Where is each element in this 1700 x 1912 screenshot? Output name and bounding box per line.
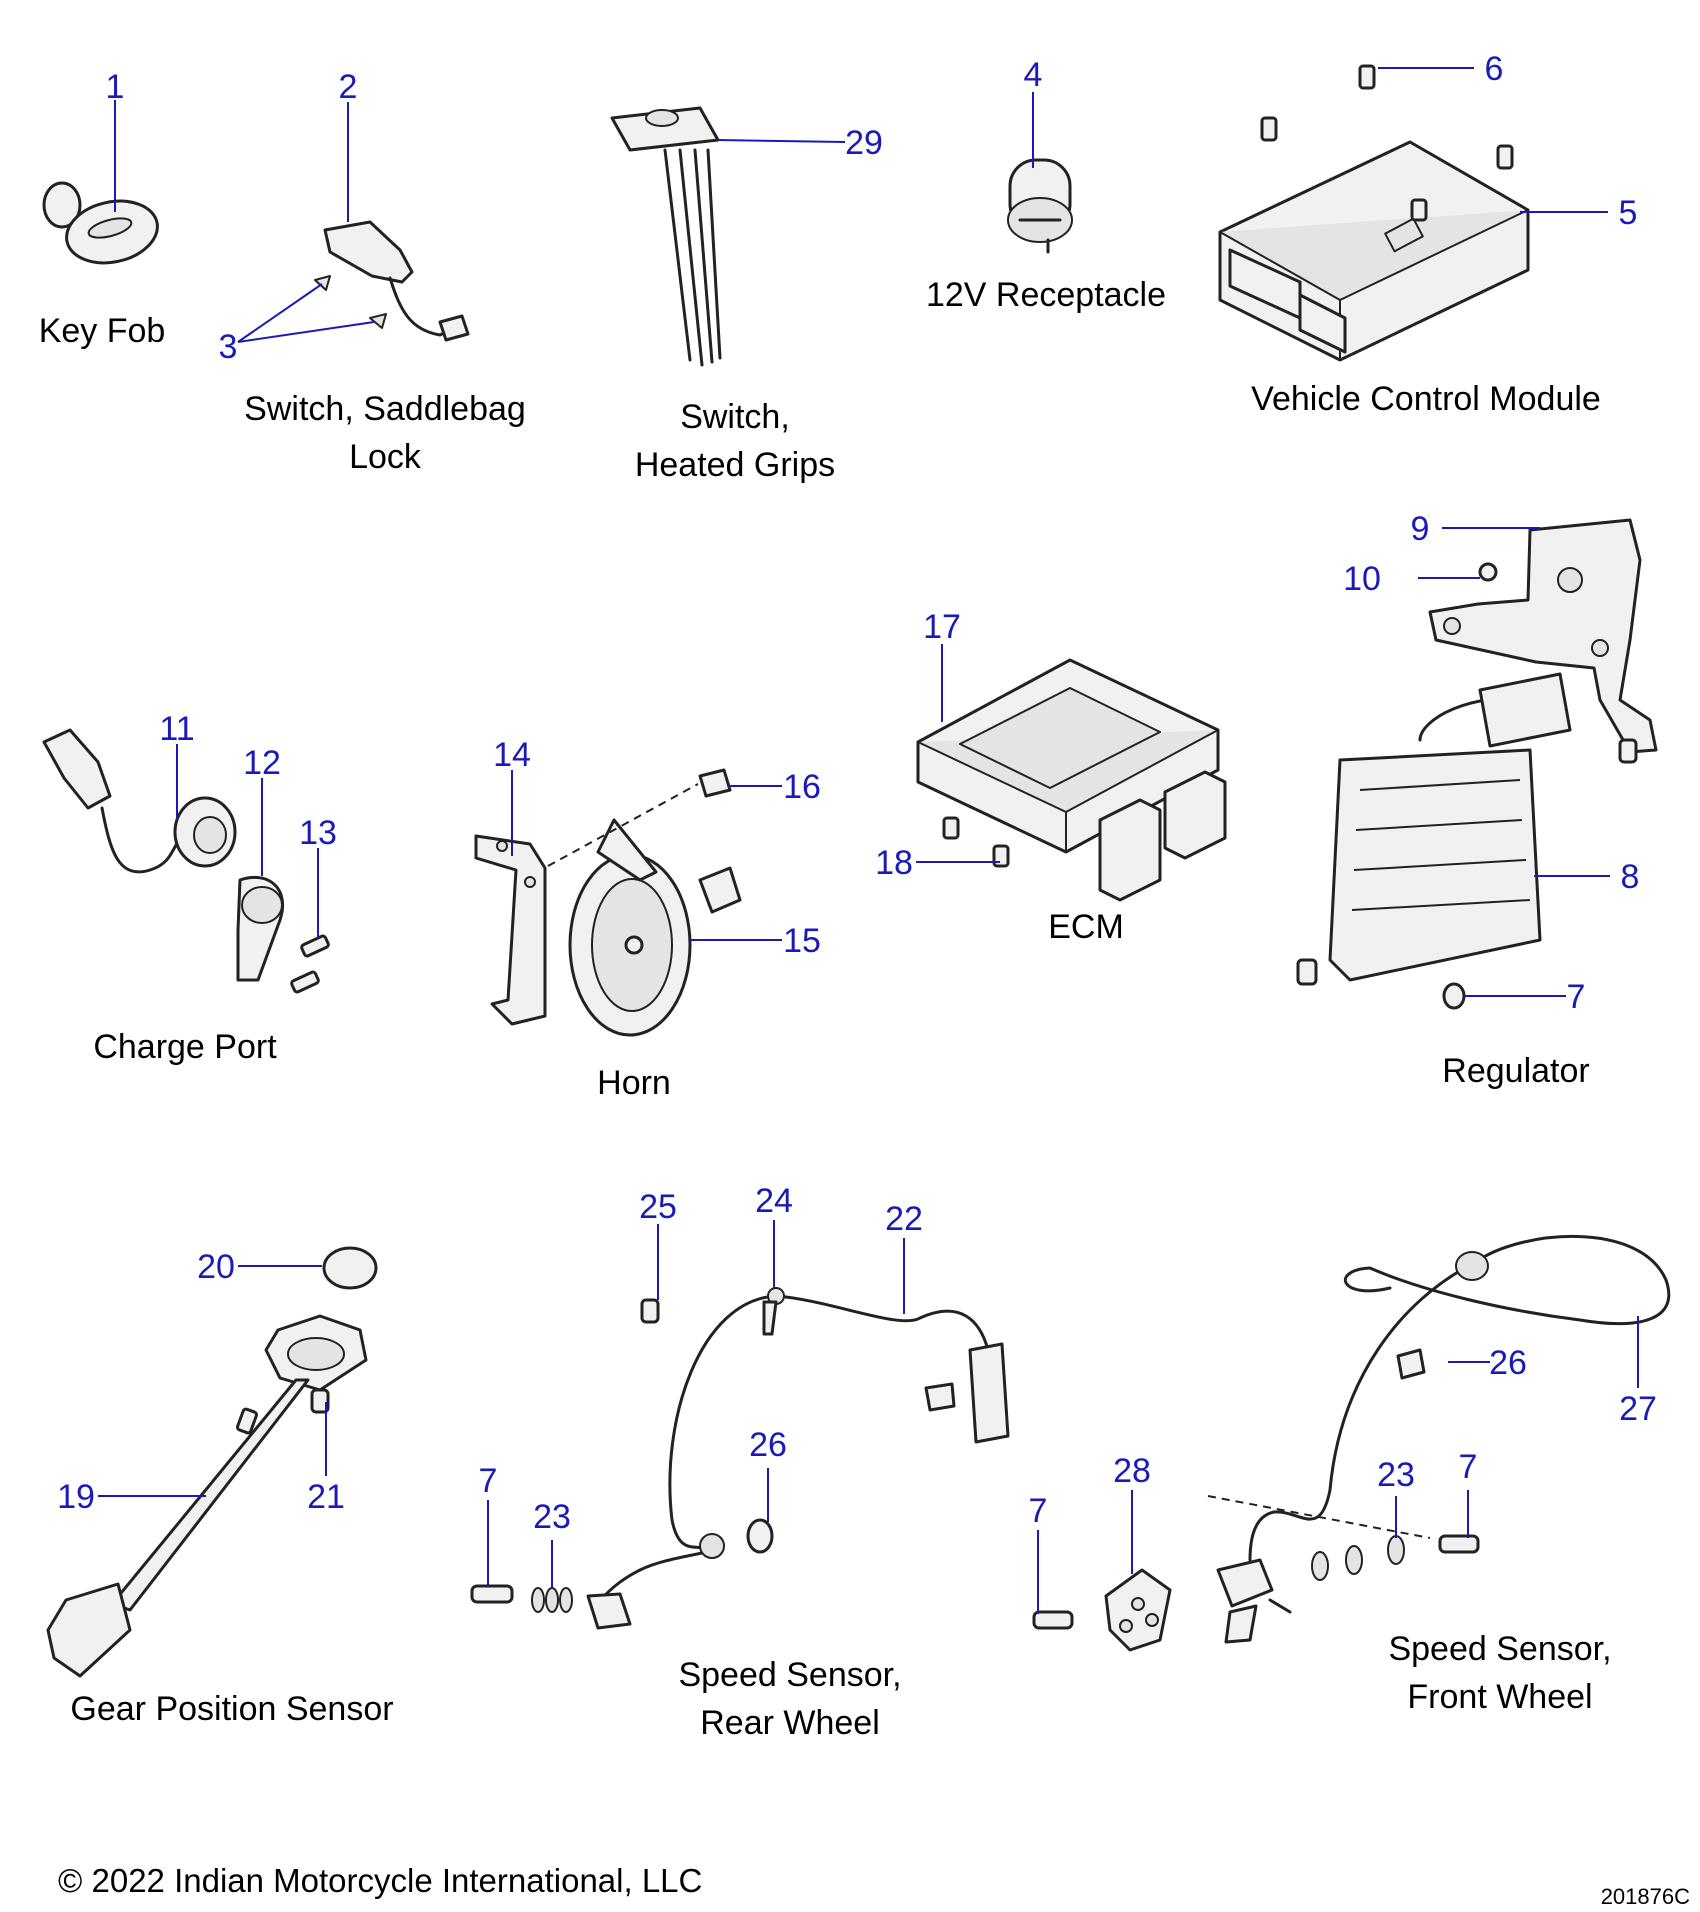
- callout-8: 8: [1621, 858, 1640, 896]
- callout-16: 16: [783, 768, 821, 806]
- label-heated-grips-line1: Switch,: [680, 398, 790, 436]
- callout-14: 14: [493, 736, 531, 774]
- callout-7-rear: 7: [479, 1462, 498, 1500]
- callout-27: 27: [1619, 1390, 1657, 1428]
- receptacle-12v-illustration: [1007, 158, 1073, 254]
- callout-3: 3: [219, 328, 238, 366]
- callout-25: 25: [639, 1188, 677, 1226]
- callout-15: 15: [783, 922, 821, 960]
- ecm-illustration: [916, 658, 1227, 902]
- callout-17: 17: [923, 608, 961, 646]
- callout-9: 9: [1411, 510, 1430, 548]
- label-front-speed-sensor-line1: Speed Sensor,: [1388, 1630, 1611, 1668]
- callout-28: 28: [1113, 1452, 1151, 1490]
- callout-21: 21: [307, 1478, 345, 1516]
- figure-id: 201876C: [1601, 1884, 1690, 1909]
- label-rear-speed-sensor-line1: Speed Sensor,: [678, 1656, 901, 1694]
- callout-24: 24: [755, 1182, 793, 1220]
- callout-26-rear: 26: [749, 1426, 787, 1464]
- callout-29: 29: [845, 124, 883, 162]
- charge-port-illustration: [42, 728, 330, 994]
- callout-18: 18: [875, 844, 913, 882]
- regulator-illustration: [1296, 518, 1658, 1010]
- vcm-screws: [1260, 64, 1514, 222]
- front-speed-sensor-illustration: [1032, 1235, 1671, 1652]
- rear-speed-sensor-illustration: [470, 1287, 1010, 1630]
- callout-1: 1: [106, 68, 125, 106]
- label-12v-receptacle: 12V Receptacle: [926, 276, 1166, 314]
- callout-23-front: 23: [1377, 1456, 1415, 1494]
- callout-20: 20: [197, 1248, 235, 1286]
- leader-3a: [237, 283, 323, 343]
- callout-19: 19: [57, 1478, 95, 1516]
- vcm-illustration: [1218, 64, 1530, 362]
- callout-7-regulator: 7: [1567, 978, 1586, 1016]
- label-front-speed-sensor-line2: Front Wheel: [1407, 1678, 1592, 1716]
- label-regulator: Regulator: [1442, 1052, 1589, 1090]
- callout-4: 4: [1024, 56, 1043, 94]
- label-key-fob: Key Fob: [39, 312, 166, 350]
- callout-12: 12: [243, 744, 281, 782]
- label-rear-speed-sensor-line2: Rear Wheel: [700, 1704, 880, 1742]
- callout-7-front-right: 7: [1459, 1448, 1478, 1486]
- label-charge-port: Charge Port: [93, 1028, 277, 1066]
- callout-10: 10: [1343, 560, 1381, 598]
- callout-7-front-left: 7: [1029, 1492, 1048, 1530]
- label-ecm: ECM: [1048, 908, 1124, 946]
- leader-29: [717, 139, 846, 143]
- heated-grips-switch-illustration: [610, 106, 722, 367]
- label-horn: Horn: [597, 1064, 671, 1102]
- callout-11: 11: [159, 710, 194, 748]
- callout-6: 6: [1485, 50, 1504, 88]
- label-saddlebag-switch-line1: Switch, Saddlebag: [244, 390, 526, 428]
- key-fob-illustration: [42, 181, 159, 265]
- horn-illustration: [474, 768, 742, 1037]
- callout-13: 13: [299, 814, 337, 852]
- saddlebag-switch-illustration: [314, 220, 470, 342]
- leader-3b: [237, 321, 375, 343]
- callout-23-rear: 23: [533, 1498, 571, 1536]
- label-heated-grips-line2: Heated Grips: [635, 446, 835, 484]
- gear-position-sensor-illustration: [46, 1246, 378, 1678]
- copyright-notice: © 2022 Indian Motorcycle International, …: [58, 1862, 702, 1899]
- label-gear-position-sensor: Gear Position Sensor: [70, 1690, 393, 1728]
- label-saddlebag-switch-line2: Lock: [349, 438, 422, 476]
- callout-26-front: 26: [1489, 1344, 1527, 1382]
- label-vcm: Vehicle Control Module: [1251, 380, 1601, 418]
- callout-22: 22: [885, 1200, 923, 1238]
- callout-2: 2: [339, 68, 358, 106]
- callout-5: 5: [1619, 194, 1638, 232]
